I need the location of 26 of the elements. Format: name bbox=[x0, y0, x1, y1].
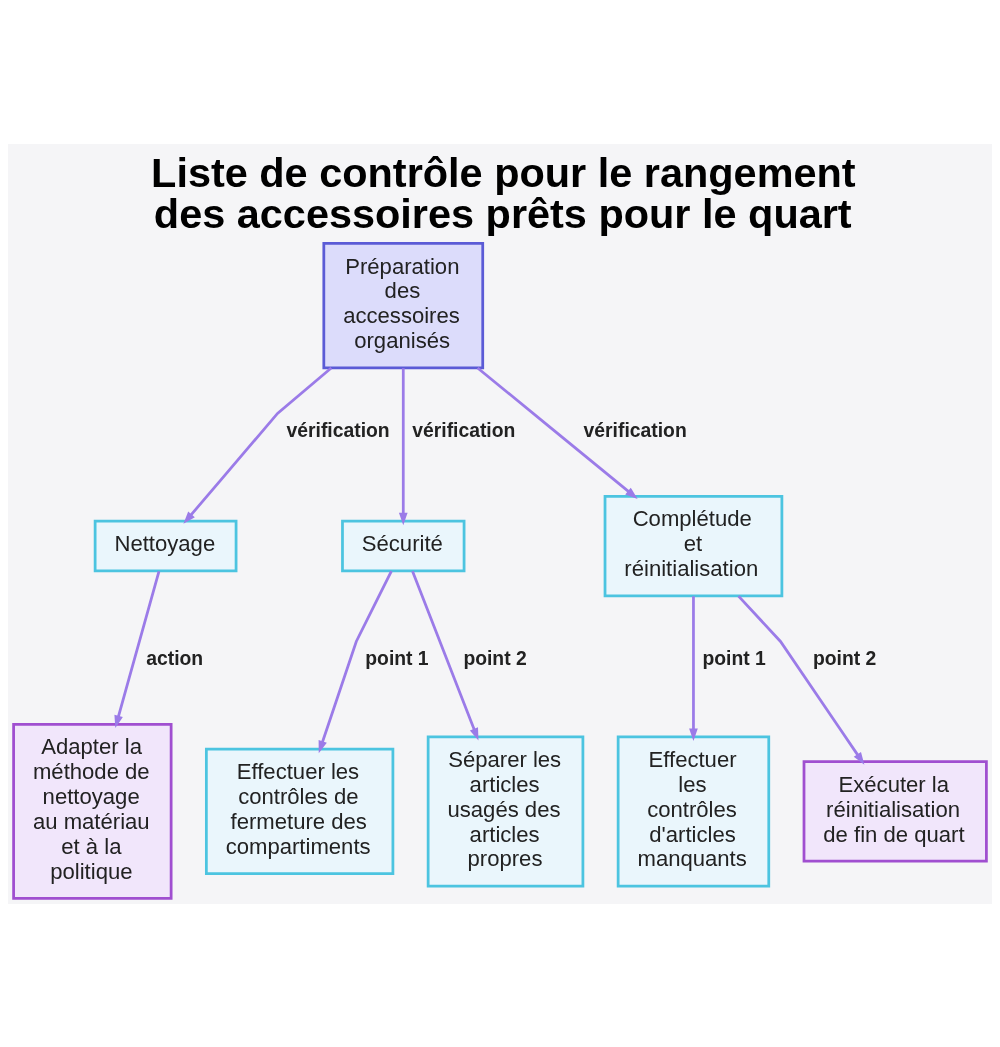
arrow bbox=[398, 367, 408, 525]
node-box: Exécuter la réinitialisation de fin de quart bbox=[802, 759, 988, 863]
arrow bbox=[318, 570, 393, 753]
node-box: Effectuer les contrôles de fermeture des compartiments bbox=[205, 747, 395, 875]
node-box: Adapter la méthode de nettoyage au matériau et à la politique bbox=[12, 722, 173, 900]
edge-label: vérification bbox=[286, 418, 390, 441]
arrow bbox=[689, 595, 698, 741]
arrow bbox=[183, 366, 333, 524]
arrow bbox=[476, 366, 638, 499]
edge-label: point 1 bbox=[702, 646, 766, 669]
edge-label: point 2 bbox=[812, 646, 877, 669]
arrow bbox=[737, 594, 865, 765]
arrow bbox=[114, 570, 161, 728]
edge-label: point 1 bbox=[365, 646, 429, 669]
node-box: Effectuer les contrôles d'articles manquants bbox=[616, 734, 771, 887]
edge-label: action bbox=[146, 646, 204, 669]
node-box: Sécurité bbox=[341, 519, 466, 572]
edge-label: vérification bbox=[583, 418, 687, 441]
node-box: Nettoyage bbox=[93, 519, 238, 572]
node-box: Séparer les articles usagés des articles propres bbox=[426, 734, 585, 887]
edge-label: vérification bbox=[412, 418, 516, 441]
arrow bbox=[411, 570, 479, 741]
diagram-title: Liste de contrôle pour le rangement des accessoires prêts pour le quart bbox=[151, 148, 856, 237]
node-box: Complétude et réinitialisation bbox=[603, 494, 784, 597]
node-box: Préparation des accessoires organisés bbox=[322, 241, 485, 369]
edge-label: point 2 bbox=[463, 646, 527, 669]
